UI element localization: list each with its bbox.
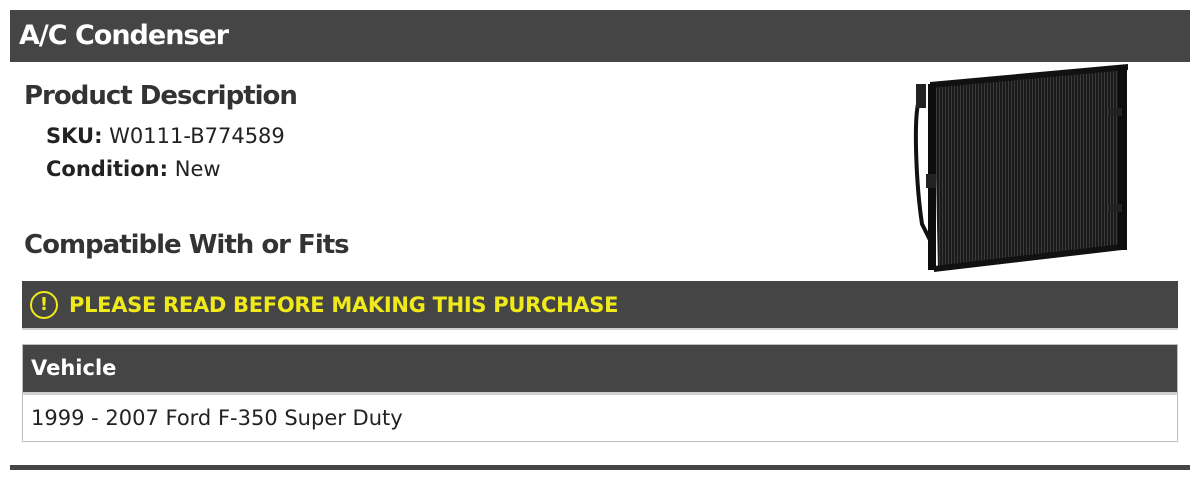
condition-label: Condition: <box>46 157 169 181</box>
sku-label: SKU: <box>46 124 103 148</box>
bottom-divider <box>10 465 1190 470</box>
vehicle-table: Vehicle 1999 - 2007 Ford F-350 Super Dut… <box>22 344 1178 442</box>
condenser-image <box>913 64 1128 272</box>
sku-value: W0111-B774589 <box>109 124 285 148</box>
condition-line: Condition: New <box>46 157 221 181</box>
vehicle-table-header: Vehicle <box>23 345 1177 395</box>
product-description-heading: Product Description <box>24 81 298 111</box>
purchase-warning-banner: ! PLEASE READ BEFORE MAKING THIS PURCHAS… <box>22 281 1178 330</box>
exclamation-circle-icon: ! <box>30 290 58 319</box>
compatibility-heading: Compatible With or Fits <box>24 230 350 260</box>
condition-value: New <box>174 157 221 181</box>
sku-line: SKU: W0111-B774589 <box>46 124 285 148</box>
warning-text: PLEASE READ BEFORE MAKING THIS PURCHASE <box>69 292 619 317</box>
page-title: A/C Condenser <box>10 10 1190 62</box>
table-row: 1999 - 2007 Ford F-350 Super Duty <box>31 406 403 430</box>
